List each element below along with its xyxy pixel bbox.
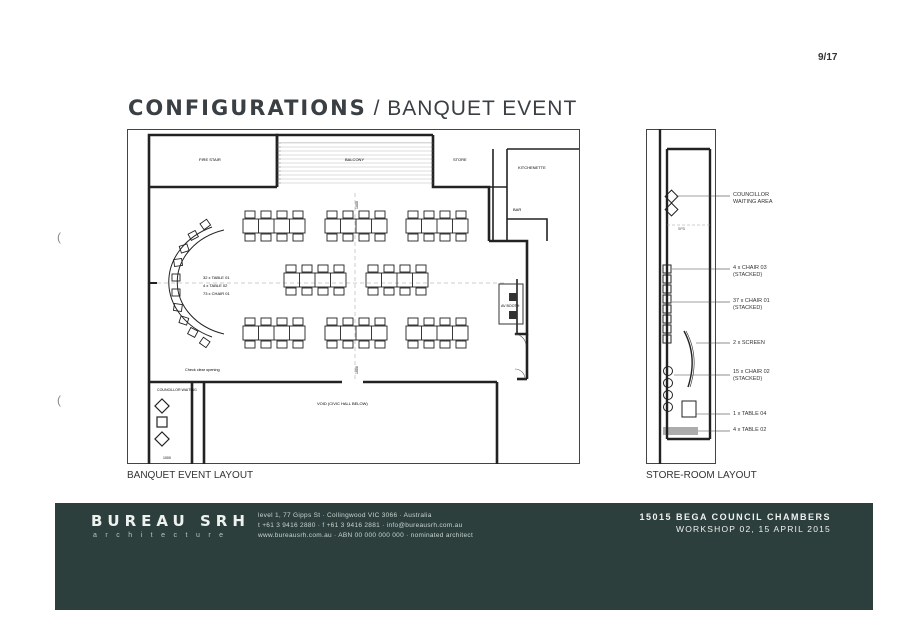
store-label-group: 37 x CHAIR 01 (STACKED) (733, 298, 770, 312)
store-label-line: 4 x TABLE 02 (733, 427, 767, 433)
store-label-line: WAITING AREA (733, 199, 773, 205)
project-title: 15015 BEGA COUNCIL CHAMBERS (639, 512, 831, 522)
legend-line: 4 x TABLE 02 (203, 283, 228, 288)
brand-name: BUREAU SRH (91, 512, 250, 530)
page-title: CONFIGURATIONS / BANQUET EVENT (128, 96, 577, 121)
footer-bar: BUREAU SRH architecture level 1, 77 Gipp… (55, 503, 873, 610)
bar-label: BAR (513, 207, 521, 212)
store-dimension-label: SPD (678, 227, 686, 231)
legend-line: 73 x CHAIR 01 (203, 291, 230, 296)
kitchenette-label: KITCHENETTE (518, 165, 546, 170)
store-label-line: 2 x SCREEN (733, 340, 765, 346)
address-line: t +61 3 9416 2880 · f +61 3 9416 2881 · … (258, 522, 463, 529)
fire-stair-label: FIRE STAIR (199, 157, 221, 162)
store-label-group: 4 x CHAIR 03 (STACKED) (733, 265, 767, 279)
title-light: BANQUET EVENT (387, 97, 578, 120)
banquet-plan-caption: BANQUET EVENT LAYOUT (127, 470, 254, 481)
store-label-line: 37 x CHAIR 01 (733, 298, 770, 304)
balcony-label: BALCONY (345, 157, 364, 162)
title-bold: CONFIGURATIONS (128, 96, 367, 120)
dimension-label: 1000 (163, 456, 171, 460)
workshop-date: WORKSHOP 02, 15 APRIL 2015 (676, 524, 831, 534)
store-label-group: 4 x TABLE 02 (733, 427, 766, 434)
title-separator: / (366, 97, 388, 120)
store-label-group: COUNCILLOR WAITING AREA (733, 192, 773, 206)
councillor-waiting-label: COUNCILLOR WAITING (157, 388, 197, 392)
store-label-line: (STACKED) (733, 272, 763, 278)
binder-mark: ( (57, 393, 61, 407)
store-label-line: 1 x TABLE 04 (733, 411, 767, 417)
store-label-line: 4 x CHAIR 03 (733, 265, 767, 271)
av-booth-label: AV BOOTH (501, 304, 520, 308)
dimension-label: 1000 (355, 201, 359, 209)
store-room-plan: SPD (646, 129, 716, 464)
store-plan-caption: STORE-ROOM LAYOUT (646, 470, 757, 481)
brand-subtitle: architecture (93, 532, 232, 539)
check-clear-label: Check clear opening (185, 368, 220, 372)
address-line: www.bureausrh.com.au · ABN 00 000 000 00… (258, 532, 474, 539)
page-number: 9/17 (818, 52, 838, 63)
store-label-group: 2 x SCREEN (733, 340, 765, 347)
store-label-line: (STACKED) (733, 376, 763, 382)
void-label: VOID (CIVIC HALL BELOW) (317, 401, 368, 406)
dimension-label: 1000 (355, 366, 359, 374)
legend-line: 32 x TABLE 01 (203, 275, 230, 280)
store-label-group: 15 x CHAIR 02 (STACKED) (733, 369, 770, 383)
store-label-line: COUNCILLOR (733, 192, 770, 198)
binder-mark: ( (57, 230, 61, 244)
address-line: level 1, 77 Gipps St · Collingwood VIC 3… (258, 512, 432, 519)
store-label-line: 15 x CHAIR 02 (733, 369, 770, 375)
store-label: STORE (453, 157, 467, 162)
store-room-leaders (716, 195, 730, 432)
store-label-line: (STACKED) (733, 305, 763, 311)
store-label-group: 1 x TABLE 04 (733, 411, 766, 418)
banquet-event-plan: FIRE STAIR BALCONY STORE KITCHENETTE BAR… (127, 129, 580, 464)
